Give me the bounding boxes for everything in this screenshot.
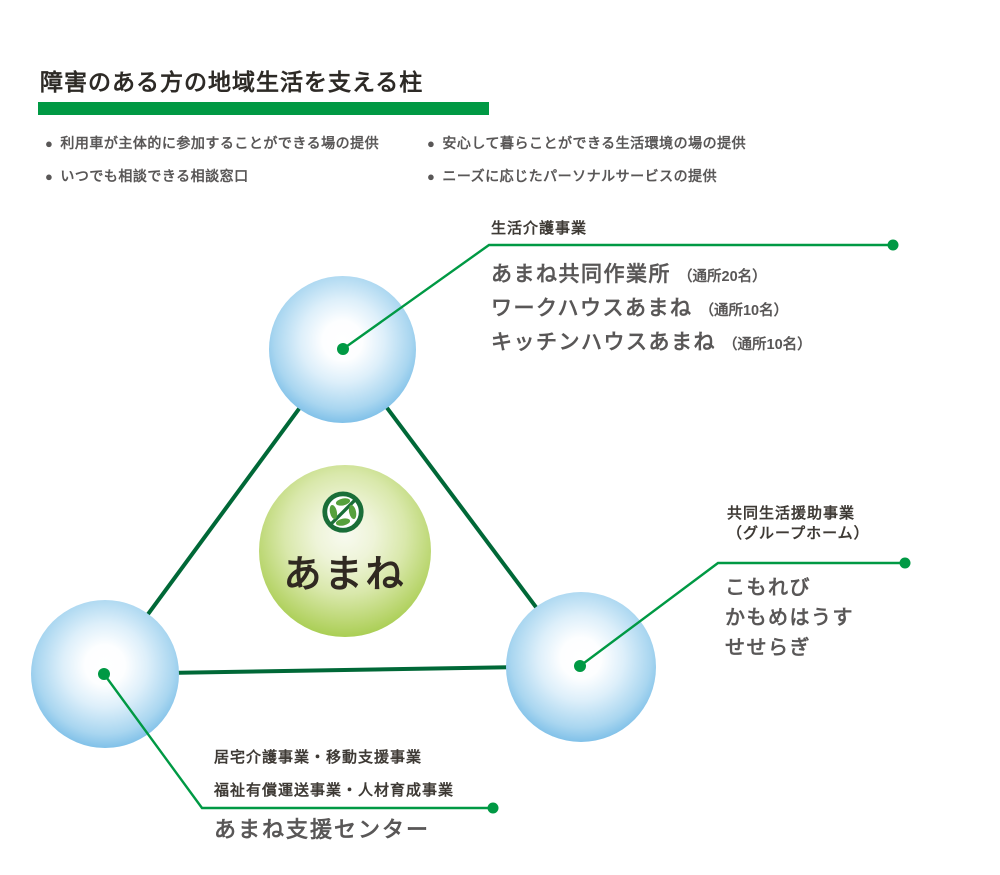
bullet-text: ニーズに応じたパーソナルサービスの提供 [442,168,718,184]
group-label-line2: （グループホーム） [727,525,870,542]
bullet-item: ● いつでも相談できる相談窓口 [45,166,249,186]
bullet-dot-icon: ● [427,135,436,151]
support-label-line2: 福祉有償運送事業・人材育成事業 [214,782,455,799]
facility-name: せせらぎ [725,637,811,659]
facility-capacity: （通所10名） [723,337,812,353]
facility-name: ワークハウスあまね [491,297,693,320]
bullet-item: ● 安心して暮らことができる生活環境の場の提供 [427,133,746,153]
bullet-dot-icon: ● [45,168,54,184]
end-dot-group [899,557,911,569]
amane-logo-icon [322,491,364,533]
node-circle-care [269,276,416,423]
end-dot-support [487,802,499,814]
facility-capacity: （通所10名） [699,303,789,319]
list-item: キッチンハウスあまね （通所10名） [491,326,812,360]
facility-name: キッチンハウスあまね [491,331,716,354]
group-label: 共同生活援助事業 （グループホーム） [727,504,870,544]
group-label-line1: 共同生活援助事業 [727,505,856,522]
facility-capacity: （通所20名） [678,269,767,285]
facility-name: あまね共同作業所 [491,263,671,286]
bullet-dot-icon: ● [427,168,436,184]
title-underline-bar [38,102,489,115]
list-item: ワークハウスあまね （通所10名） [491,292,812,326]
support-label-line1: 居宅介護事業・移動支援事業 [214,749,423,766]
page-title: 障害のある方の地域生活を支える柱 [40,69,424,95]
care-facility-list: あまね共同作業所 （通所20名） ワークハウスあまね （通所10名） キッチンハ… [491,258,812,360]
end-dot-care [887,239,899,251]
bullet-text: 利用車が主体的に参加することができる場の提供 [60,135,380,151]
facility-name: かもめはうす [725,607,854,629]
bullet-item: ● 利用車が主体的に参加することができる場の提供 [45,133,379,153]
bullet-text: 安心して暮らことができる生活環境の場の提供 [442,135,747,151]
facility-name: あまね支援センター [214,817,431,842]
bullet-text: いつでも相談できる相談窓口 [60,168,249,184]
bullet-dot-icon: ● [45,135,54,151]
node-circle-group [506,592,656,742]
bullet-item: ● ニーズに応じたパーソナルサービスの提供 [427,166,717,186]
care-label: 生活介護事業 [491,220,588,237]
group-facility-list: こもれび かもめはうす せせらぎ [725,573,854,663]
center-name: あまね [283,554,407,596]
facility-name: こもれび [725,577,811,599]
node-circle-support [31,600,179,748]
list-item: あまね共同作業所 （通所20名） [491,258,812,292]
